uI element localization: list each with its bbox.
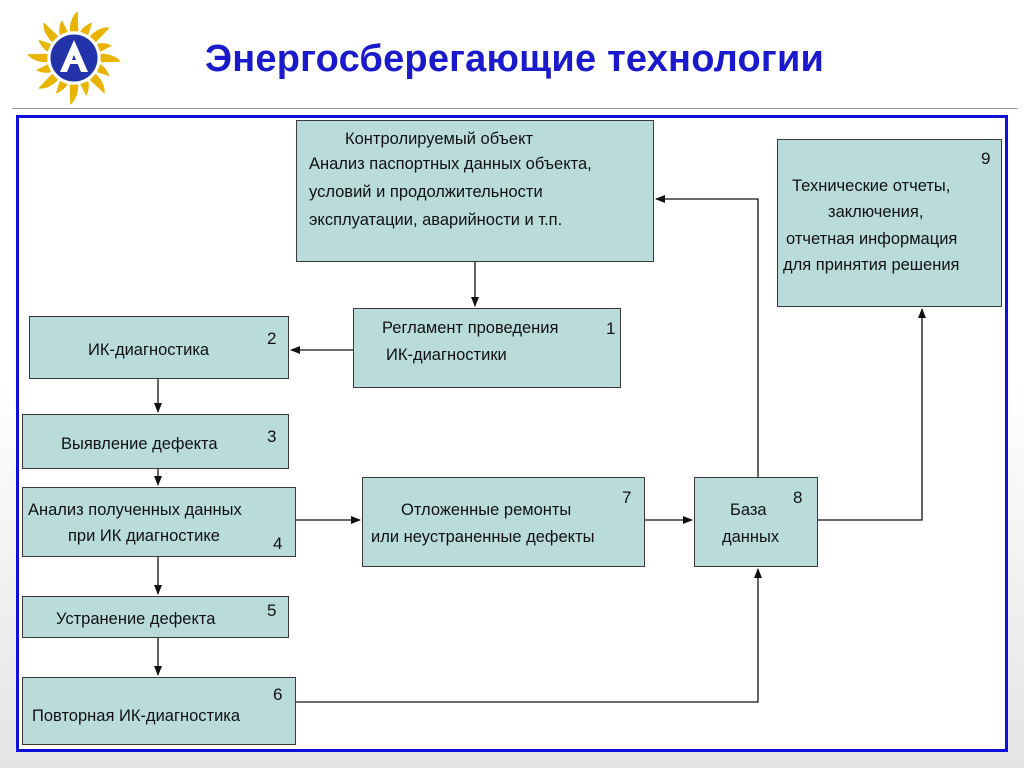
box-line: условий и продолжительности xyxy=(309,183,543,201)
box-defect-detection: Выявление дефекта 3 xyxy=(22,414,289,469)
step-number: 7 xyxy=(622,488,632,507)
box-line: Технические отчеты, xyxy=(792,177,951,195)
step-number: 9 xyxy=(981,149,991,168)
box-repeat-diagnostics: Повторная ИК-диагностика 6 xyxy=(22,677,296,745)
box-line: Повторная ИК-диагностика xyxy=(32,707,241,725)
box-line: Контролируемый объект xyxy=(345,130,534,148)
logo-ray xyxy=(69,84,79,105)
logo-ray xyxy=(96,64,110,77)
box-deferred-repairs: Отложенные ремонты или неустраненные деф… xyxy=(362,477,645,567)
company-logo xyxy=(27,11,121,105)
box-line: для принятия решения xyxy=(783,256,960,274)
box-line: или неустраненные дефекты xyxy=(371,528,595,546)
logo-ray xyxy=(55,80,68,94)
step-number: 2 xyxy=(267,329,277,348)
box-line: ИК-диагностики xyxy=(386,346,507,364)
box-line: ИК-диагностика xyxy=(88,341,210,359)
box-line: данных xyxy=(722,528,780,546)
logo-ray xyxy=(27,53,48,63)
box-defect-repair: Устранение дефекта 5 xyxy=(22,596,289,638)
box-line: Устранение дефекта xyxy=(56,610,216,628)
logo-ray xyxy=(89,73,105,94)
box-line: Регламент проведения xyxy=(382,319,559,337)
box-line: заключения, xyxy=(828,203,924,221)
box-data-analysis: Анализ полученных данных при ИК диагност… xyxy=(22,487,296,557)
box-reglament: Регламент проведения ИК-диагностики 1 xyxy=(353,308,621,388)
logo-ray xyxy=(80,22,93,36)
box-line: эксплуатации, аварийности и т.п. xyxy=(309,211,563,229)
box-line: Анализ полученных данных xyxy=(28,501,242,519)
logo-ray xyxy=(89,27,110,43)
box-reports: Технические отчеты, заключения, отчетная… xyxy=(777,139,1002,307)
logo-ray xyxy=(96,43,113,52)
logo-ray xyxy=(80,80,89,97)
logo-ray xyxy=(38,73,59,89)
arrow-database-to-object xyxy=(655,195,759,477)
step-number: 5 xyxy=(267,601,277,620)
box-line: при ИК диагностике xyxy=(68,527,220,545)
logo-ray xyxy=(59,19,68,36)
box-database: База данных 8 xyxy=(694,477,818,567)
box-ik-diagnostics: ИК-диагностика 2 xyxy=(29,316,289,379)
box-line: Анализ паспортных данных объекта, xyxy=(309,155,592,173)
box-line: Отложенные ремонты xyxy=(401,501,572,519)
step-number: 4 xyxy=(273,534,283,553)
logo-ray xyxy=(100,53,121,63)
step-number: 3 xyxy=(267,427,277,446)
logo-ray xyxy=(35,64,52,73)
slide-title: Энергосберегающие технологии xyxy=(205,38,825,80)
logo-ray xyxy=(43,22,59,43)
box-line: Выявление дефекта xyxy=(61,435,218,453)
box-line: отчетная информация xyxy=(786,230,958,248)
step-number: 6 xyxy=(273,685,283,704)
logo-ray xyxy=(38,39,52,52)
arrow-repeat-to-database xyxy=(296,568,762,703)
step-number: 8 xyxy=(793,488,803,507)
step-number: 1 xyxy=(606,319,616,338)
logo-ray xyxy=(69,11,79,32)
box-controlled-object: Контролируемый объект Анализ паспортных … xyxy=(296,120,654,262)
arrow-database-to-reports xyxy=(818,308,926,521)
box-line: База xyxy=(730,501,767,519)
title-divider xyxy=(12,108,1018,109)
